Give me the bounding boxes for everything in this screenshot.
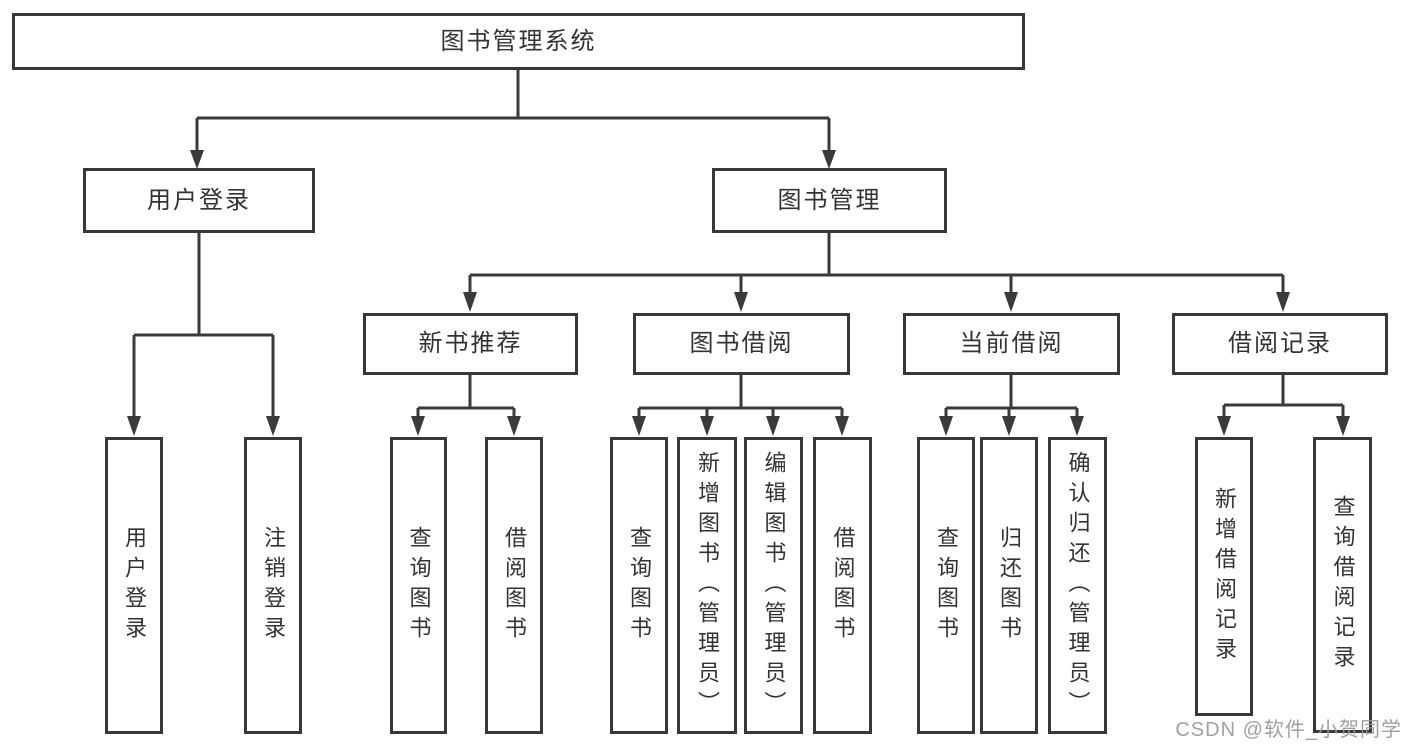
node-book-management: 图书管理	[712, 168, 947, 233]
leaf-add-book-admin: 新增图书（管理员）	[677, 437, 737, 734]
connector-new-book-recommend-children	[411, 375, 521, 436]
node-label: 新增借阅记录	[1212, 486, 1237, 667]
node-label: 借阅图书	[502, 525, 527, 646]
node-label: 注销登录	[261, 525, 286, 646]
node-new-book-recommend: 新书推荐	[363, 313, 578, 375]
node-label: 用户登录	[122, 525, 147, 646]
leaf-add-borrow-record: 新增借阅记录	[1195, 437, 1253, 716]
leaf-borrow-books-2: 借阅图书	[813, 437, 872, 734]
leaf-return-book: 归还图书	[980, 437, 1038, 734]
node-label: 新增图书（管理员）	[695, 450, 720, 721]
node-library-management-system: 图书管理系统	[12, 13, 1025, 70]
node-label: 编辑图书（管理员）	[761, 450, 787, 721]
leaf-borrow-books-1: 借阅图书	[485, 437, 543, 734]
node-label: 图书管理系统	[440, 27, 597, 55]
node-user-login: 用户登录	[83, 168, 315, 233]
connector-borrow-records-children	[1217, 375, 1350, 436]
connector-book-borrow-children	[632, 375, 849, 436]
leaf-query-books-3: 查询图书	[917, 437, 975, 734]
node-label: 用户登录	[147, 186, 251, 214]
leaf-confirm-return-admin: 确认归还（管理员）	[1048, 437, 1107, 734]
node-label: 新书推荐	[418, 330, 523, 357]
leaf-query-books-1: 查询图书	[390, 437, 447, 734]
node-label: 归还图书	[997, 525, 1022, 646]
connector-root-to-level2	[190, 70, 836, 169]
connector-user-login-children	[127, 233, 280, 436]
node-label: 当前借阅	[959, 330, 1064, 357]
node-label: 查询图书	[627, 525, 652, 646]
node-book-borrow: 图书借阅	[633, 313, 850, 375]
node-label: 借阅记录	[1228, 330, 1332, 357]
connector-book-management-children	[463, 233, 1290, 312]
csdn-watermark: CSDN @软件_小贺同学	[1175, 719, 1402, 741]
node-label: 图书管理	[777, 186, 882, 214]
leaf-edit-book-admin: 编辑图书（管理员）	[744, 437, 803, 734]
node-label: 借阅图书	[830, 525, 856, 646]
node-label: 查询图书	[934, 525, 959, 646]
node-label: 图书借阅	[689, 330, 794, 357]
leaf-user-login: 用户登录	[105, 437, 163, 734]
leaf-query-books-2: 查询图书	[610, 437, 668, 734]
node-current-borrow: 当前借阅	[903, 313, 1120, 375]
node-label: 查询图书	[406, 525, 432, 646]
node-label: 确认归还（管理员）	[1065, 450, 1091, 721]
connector-current-borrow-children	[939, 375, 1084, 436]
node-borrow-records: 借阅记录	[1172, 313, 1388, 375]
leaf-logout: 注销登录	[244, 437, 302, 734]
node-label: 查询借阅记录	[1330, 495, 1356, 675]
leaf-query-borrow-record: 查询借阅记录	[1313, 437, 1372, 733]
